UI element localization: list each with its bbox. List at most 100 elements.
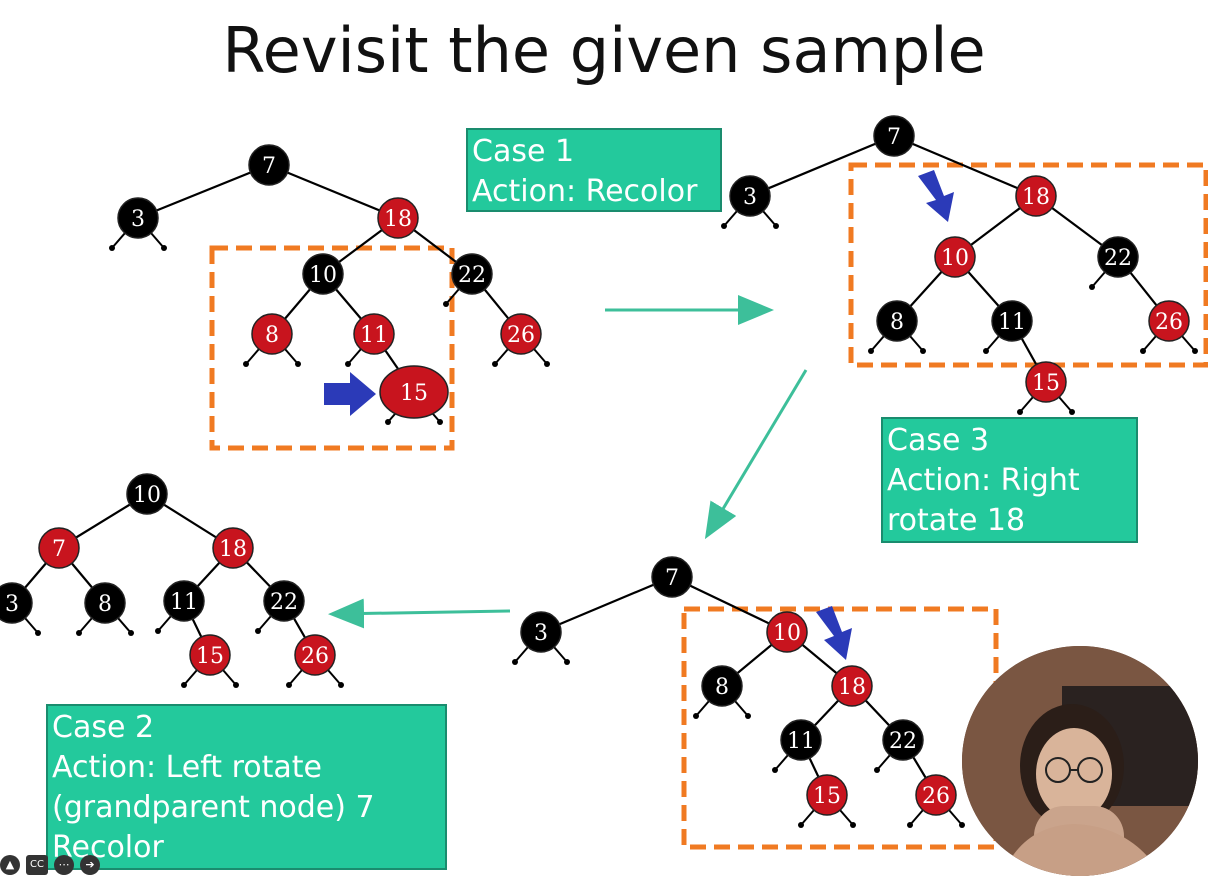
tree1-node-circle-n3 <box>117 197 159 239</box>
tree4-nil-leaf-n11-3 <box>155 628 161 634</box>
highlight-box-tree1 <box>209 245 455 451</box>
tree3-node-n7: 7 <box>651 556 693 598</box>
tree2-node-circle-n22 <box>1097 236 1139 278</box>
tree4-node-circle-n10 <box>126 473 168 515</box>
tree3-node-circle-n15 <box>806 774 848 816</box>
tree1-nil-leaf-n15-8 <box>385 419 391 425</box>
tree1-node-n11: 11 <box>353 313 395 355</box>
tree2-node-label-n10: 10 <box>941 246 969 271</box>
tree1-node-n18: 18 <box>377 197 419 239</box>
tree4-node-n22: 22 <box>263 580 305 622</box>
case1-title: Case 1 <box>472 134 575 169</box>
tree4-nil-leaf-n26-7 <box>286 682 292 688</box>
tree2-nil-leaf-n8-3 <box>920 348 926 354</box>
tree4-node-n8: 8 <box>84 582 126 624</box>
tree1-nil-leaf-n11-4 <box>345 361 351 367</box>
tree1-node-n26: 26 <box>500 313 542 355</box>
tree1-node-label-n8: 8 <box>265 323 279 348</box>
tree4-node-n10: 10 <box>126 473 168 515</box>
tree3-nil-leaf-n3-0 <box>512 659 518 665</box>
tree4-nil-leaf-n3-0 <box>35 630 41 636</box>
tree4-node-circle-n7 <box>38 527 80 569</box>
tree3-node-label-n7: 7 <box>665 566 679 591</box>
tree1-nil-leaf-n26-5 <box>492 361 498 367</box>
tree2-node-label-n7: 7 <box>887 125 901 150</box>
tree1-node-circle-n8 <box>251 313 293 355</box>
tree4-nil-leaf-n22-4 <box>255 628 261 634</box>
tree1-node-circle-n26 <box>500 313 542 355</box>
tree1-node-circle-n22 <box>451 253 493 295</box>
tree3-node-circle-n7 <box>651 556 693 598</box>
tree2-node-n7: 7 <box>873 115 915 157</box>
tree3-node-n26: 26 <box>915 774 957 816</box>
tree3-nil-leaf-n15-7 <box>850 822 856 828</box>
tree1-node-n22: 22 <box>451 253 493 295</box>
tree2-node-n11: 11 <box>991 300 1033 342</box>
tree4-node-label-n7: 7 <box>52 537 66 562</box>
tree1-node-label-n18: 18 <box>384 207 412 232</box>
case3-action-cont: rotate 18 <box>887 503 1026 538</box>
tree4-node-circle-n22 <box>263 580 305 622</box>
tree2-edge-n7-n18 <box>893 134 1037 198</box>
tree1-node-label-n7: 7 <box>262 154 276 179</box>
tree2-node-circle-n7 <box>873 115 915 157</box>
pointer-arrow-tree1 <box>324 372 376 416</box>
highlight-box-tree3 <box>681 606 999 850</box>
tree1-node-label-n3: 3 <box>131 207 145 232</box>
tree2-node-n22: 22 <box>1097 236 1139 278</box>
tree1-nil-leaf-n22-7 <box>443 301 449 307</box>
tree1-edge-n7-n18 <box>268 163 399 220</box>
tree4-node-label-n3: 3 <box>5 592 19 617</box>
tree4-node-label-n11: 11 <box>170 590 198 615</box>
tree2-node-label-n11: 11 <box>998 310 1026 335</box>
tree1-nil-leaf-n15-9 <box>437 419 443 425</box>
tree3-node-label-n22: 22 <box>889 729 917 754</box>
tree2-node-circle-n15 <box>1025 361 1067 403</box>
tree2-nil-leaf-n26-7 <box>1192 348 1198 354</box>
cc-icon[interactable]: CC <box>26 855 48 875</box>
tree2-edge-n7-n3 <box>749 134 895 198</box>
tree4-node-label-n26: 26 <box>301 644 329 669</box>
tree1-node-n15: 15 <box>379 365 449 419</box>
tree4-nil-leaf-n8-1 <box>76 630 82 636</box>
tree3-node-circle-n10 <box>766 611 808 653</box>
presenter-webcam <box>962 646 1198 876</box>
tree1-nil-leaf-n3-1 <box>161 245 167 251</box>
tree3-node-label-n15: 15 <box>813 784 841 809</box>
tree2-node-label-n18: 18 <box>1022 185 1050 210</box>
tree3-node-label-n10: 10 <box>773 621 801 646</box>
tree2-node-n15: 15 <box>1025 361 1067 403</box>
tree2-node-n10: 10 <box>934 236 976 278</box>
tree3-nil-leaf-n3-1 <box>564 659 570 665</box>
tree1-node-label-n15: 15 <box>400 381 428 406</box>
tree1-node-circle-n15 <box>379 365 449 419</box>
case3-box: Case 3 Action: Right rotate 18 <box>881 417 1138 543</box>
tree1-node-n3: 3 <box>117 197 159 239</box>
tree2-node-label-n8: 8 <box>890 310 904 335</box>
tree1-node-circle-n10 <box>302 253 344 295</box>
tree1-node-label-n26: 26 <box>507 323 535 348</box>
tree2-node-circle-n10 <box>934 236 976 278</box>
tree3-node-circle-n11 <box>780 719 822 761</box>
more-icon[interactable]: ⋯ <box>54 855 74 875</box>
tree2-node-circle-n11 <box>991 300 1033 342</box>
cc-label: CC <box>30 859 44 870</box>
tree4-node-n3: 3 <box>0 582 33 624</box>
tree1-node-circle-n18 <box>377 197 419 239</box>
tree4-node-circle-n15 <box>189 634 231 676</box>
tree2-node-n18: 18 <box>1015 175 1057 217</box>
tree4-node-n15: 15 <box>189 634 231 676</box>
next-icon[interactable]: ➔ <box>80 855 100 875</box>
tree2-nil-leaf-n8-2 <box>868 348 874 354</box>
slide-title: Revisit the given sample <box>222 14 986 87</box>
warning-icon[interactable]: ▲ <box>0 855 20 875</box>
tree3-node-circle-n26 <box>915 774 957 816</box>
tree3-node-label-n3: 3 <box>534 621 548 646</box>
tree1-node-label-n10: 10 <box>309 263 337 288</box>
tree2-node-circle-n26 <box>1148 300 1190 342</box>
tree4-nil-leaf-n8-2 <box>128 630 134 636</box>
tree3-node-n11: 11 <box>780 719 822 761</box>
tree3-node-n3: 3 <box>520 611 562 653</box>
